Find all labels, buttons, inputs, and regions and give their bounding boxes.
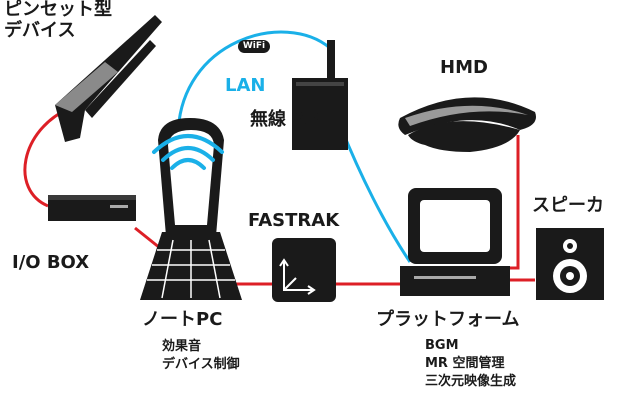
cable-hmd-platform (505, 135, 520, 270)
label-io-box: I/O BOX (12, 252, 90, 273)
notebook-pc-icon (140, 118, 242, 300)
label-pinset-line2: デバイス (4, 20, 76, 41)
lan-cable-ap-platform (338, 124, 412, 263)
label-platform: プラットフォーム (376, 309, 520, 330)
wifi-badge: WiFi (238, 40, 270, 53)
label-platform-role-1: BGM (425, 338, 459, 353)
wireless-signal-icon (152, 134, 224, 170)
label-hmd: HMD (440, 57, 488, 78)
label-notebook-pc: ノートPC (142, 309, 223, 330)
label-platform-role-3: 三次元映像生成 (425, 374, 517, 389)
label-wireless-ap: 無線 AP (250, 109, 320, 130)
wireless-ap-icon (292, 40, 348, 150)
cable-iobox-pc (134, 226, 161, 250)
label-fastrak: FASTRAK (248, 210, 340, 231)
label-lan: LAN (225, 75, 266, 96)
label-pc-role-2: デバイス制御 (162, 357, 240, 372)
cable-pinset-iobox (23, 106, 71, 208)
lan-cable-pc-ap (176, 30, 331, 136)
io-box-icon (48, 195, 136, 221)
speaker-icon (536, 228, 604, 300)
label-pc-role-1: 効果音 (162, 339, 202, 354)
fastrak-icon (272, 238, 336, 302)
hmd-icon (398, 97, 536, 152)
label-platform-role-2: MR 空間管理 (425, 356, 505, 371)
label-speaker: スピーカ (532, 195, 604, 216)
tweezer-device-icon (55, 15, 162, 142)
platform-monitor-icon (400, 188, 510, 296)
label-pinset-line1: ピンセット型 (4, 0, 112, 20)
